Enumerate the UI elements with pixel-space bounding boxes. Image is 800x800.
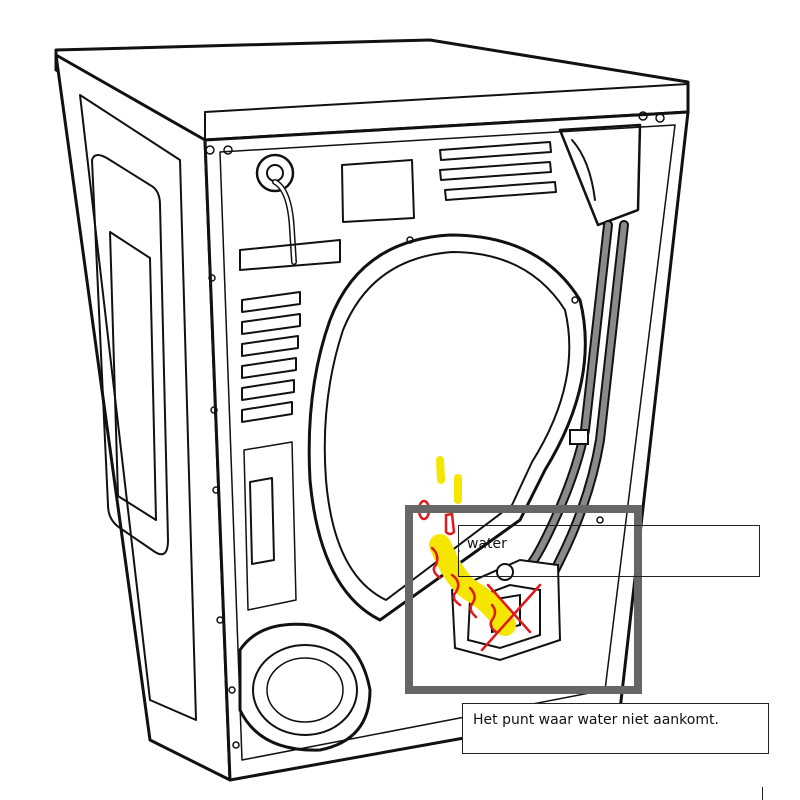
- exhaust-vent: [238, 622, 372, 752]
- drum-opening: [307, 233, 587, 622]
- cross-mark: [486, 583, 532, 634]
- water-label-text: water: [467, 536, 507, 552]
- dryer-back-panel: [203, 110, 690, 782]
- red-marker-strokes: [417, 499, 542, 652]
- highlight-frame: [405, 505, 642, 694]
- caption-box: Het punt waar water niet aankomt.: [462, 703, 769, 754]
- dryer-side-panel: [54, 53, 232, 782]
- caption-text: Het punt waar water niet aankomt.: [473, 712, 719, 728]
- water-inlet-fitting: [255, 153, 295, 193]
- water-label: water: [458, 525, 760, 577]
- water-highlight: [429, 456, 516, 636]
- stray-line-mark: [762, 787, 763, 800]
